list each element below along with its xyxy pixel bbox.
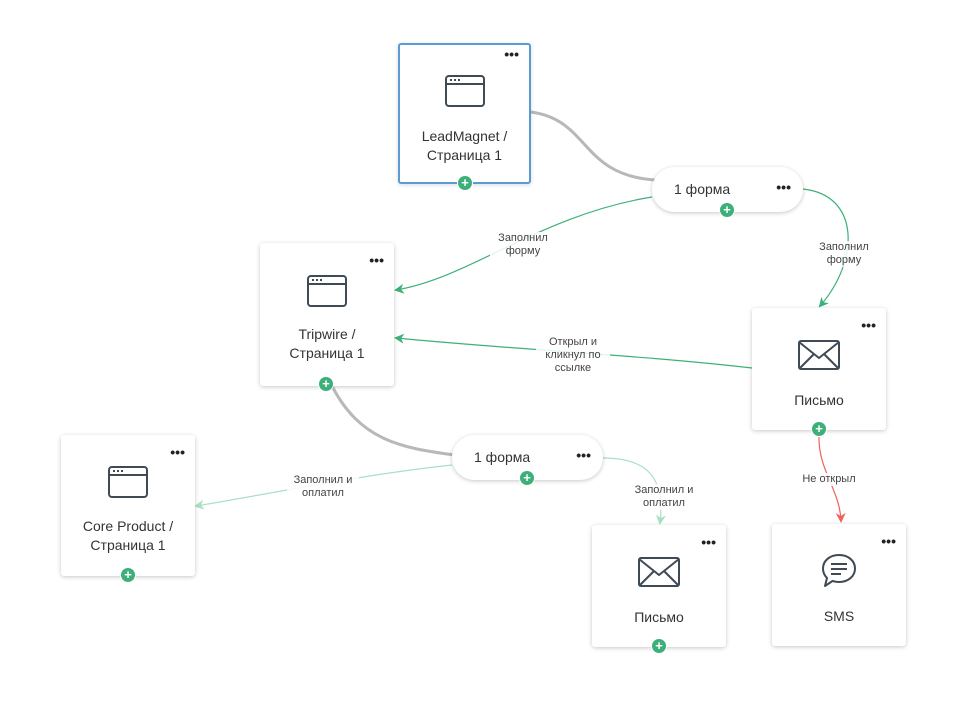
node-tripwire[interactable]: ••• Tripwire / Страница 1 bbox=[260, 243, 394, 386]
node-title-line1: Tripwire / bbox=[298, 326, 356, 342]
add-step-button[interactable]: + bbox=[121, 568, 135, 582]
form-menu-button[interactable]: ••• bbox=[576, 447, 591, 463]
node-email-2[interactable]: ••• Письмо bbox=[592, 525, 726, 647]
add-step-button[interactable]: + bbox=[720, 203, 734, 217]
connector-tripwire-form2 bbox=[330, 385, 456, 457]
node-leadmagnet[interactable]: ••• LeadMagnet / Страница 1 bbox=[398, 43, 531, 184]
edge-label: Заполнил форму bbox=[490, 232, 556, 258]
node-title: Письмо bbox=[794, 392, 844, 408]
browser-window-icon bbox=[108, 466, 148, 503]
node-sms[interactable]: ••• SMS bbox=[772, 524, 906, 646]
node-title-line1: LeadMagnet / bbox=[421, 128, 508, 144]
node-title-line1: Core Product / bbox=[82, 518, 174, 534]
edge-label: Заполнил и оплатил bbox=[287, 474, 359, 500]
add-step-button[interactable]: + bbox=[458, 176, 472, 190]
node-menu-button[interactable]: ••• bbox=[881, 533, 896, 549]
form-menu-button[interactable]: ••• bbox=[776, 179, 791, 195]
node-title: Письмо bbox=[634, 609, 684, 625]
browser-window-icon bbox=[307, 275, 347, 312]
node-title-line2: Страница 1 bbox=[426, 147, 503, 163]
form-label: 1 форма bbox=[474, 449, 531, 465]
node-menu-button[interactable]: ••• bbox=[701, 534, 716, 550]
node-menu-button[interactable]: ••• bbox=[170, 444, 185, 460]
edge-label: Заполнил и оплатил bbox=[628, 484, 700, 510]
add-step-button[interactable]: + bbox=[812, 422, 826, 436]
node-title: SMS bbox=[823, 608, 855, 624]
form-label: 1 форма bbox=[674, 181, 731, 197]
edge-form2-to-email2 bbox=[602, 457, 666, 525]
add-step-button[interactable]: + bbox=[652, 639, 666, 653]
node-menu-button[interactable]: ••• bbox=[861, 317, 876, 333]
node-title-line2: Страница 1 bbox=[289, 345, 365, 361]
edge-label: Не открыл bbox=[796, 473, 862, 486]
node-email-1[interactable]: ••• Письмо bbox=[752, 308, 886, 430]
form-node-2[interactable]: 1 форма ••• bbox=[452, 435, 603, 480]
browser-window-icon bbox=[444, 75, 485, 112]
add-step-button[interactable]: + bbox=[319, 377, 333, 391]
node-menu-button[interactable]: ••• bbox=[369, 252, 384, 268]
edge-label: Заполнил форму bbox=[811, 241, 877, 267]
chat-bubble-icon bbox=[820, 552, 858, 595]
node-menu-button[interactable]: ••• bbox=[504, 46, 519, 62]
add-step-button[interactable]: + bbox=[520, 471, 534, 485]
envelope-icon bbox=[638, 557, 680, 592]
connector-leadmagnet-form1 bbox=[530, 110, 656, 182]
edge-label: Открыл и кликнул по ссылке bbox=[536, 336, 610, 375]
edge-form1-to-email1 bbox=[802, 188, 849, 308]
node-title-line2: Страница 1 bbox=[90, 537, 166, 553]
node-core-product[interactable]: ••• Core Product / Страница 1 bbox=[61, 435, 195, 576]
envelope-icon bbox=[798, 340, 840, 375]
